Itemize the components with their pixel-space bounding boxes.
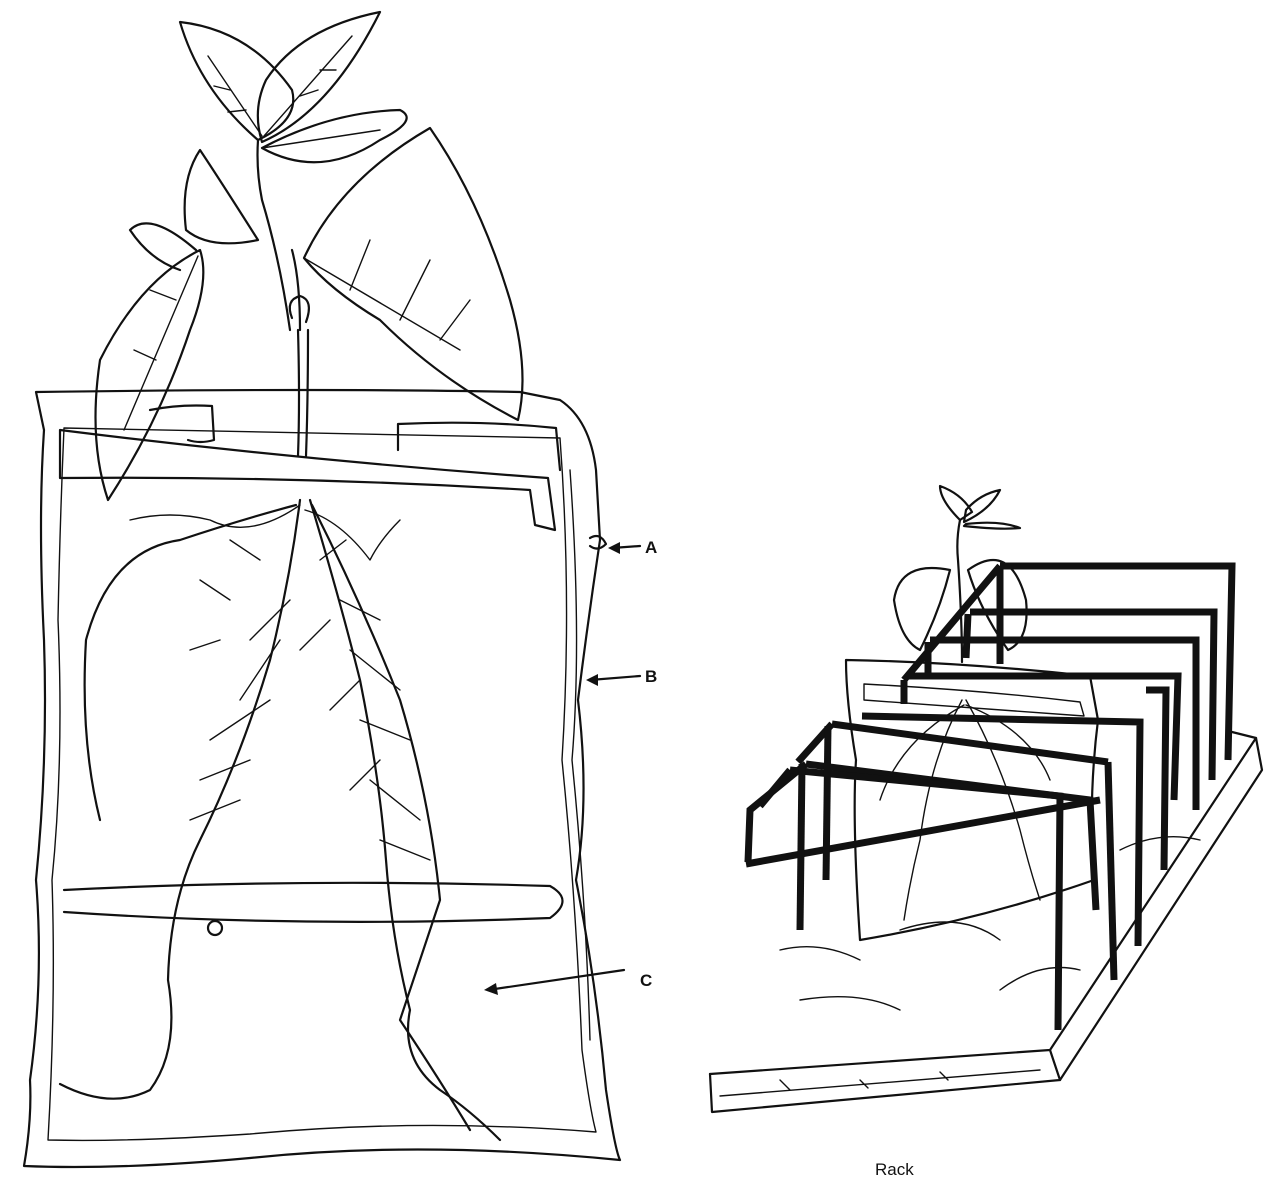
upper-stem	[258, 140, 301, 330]
stem	[298, 330, 308, 456]
label-c: C	[640, 971, 652, 990]
arrow-c-head	[484, 983, 498, 995]
rack-base-front	[710, 1050, 1060, 1112]
pouch-top-flap-left	[150, 406, 214, 443]
pouch-top-flap-right	[398, 423, 560, 470]
rack-frames	[746, 566, 1232, 1030]
water-level	[64, 883, 563, 922]
pouch-side-channel	[570, 470, 590, 1040]
leaf-top-center	[262, 110, 407, 162]
label-a: A	[645, 538, 657, 557]
growth-pouch-drawing: A B C	[24, 12, 657, 1167]
label-b: B	[645, 667, 657, 686]
pouch-outline	[24, 390, 620, 1167]
arrow-b-head	[586, 674, 598, 686]
leaf-left	[96, 250, 204, 500]
rack-base-side	[1060, 738, 1262, 1080]
leaf-right	[304, 128, 523, 420]
pouch-inner-seam	[48, 428, 596, 1140]
rack-pouch-trough	[864, 684, 1084, 716]
rack-caption: Rack	[875, 1160, 914, 1179]
rack-drawing: Rack	[710, 486, 1262, 1179]
arrow-a-head	[608, 542, 620, 554]
arrow-c	[488, 970, 624, 990]
root-system	[60, 500, 500, 1140]
paper-trough	[60, 430, 555, 530]
leaf-mid-left	[185, 150, 258, 243]
root-nodule	[208, 921, 222, 935]
